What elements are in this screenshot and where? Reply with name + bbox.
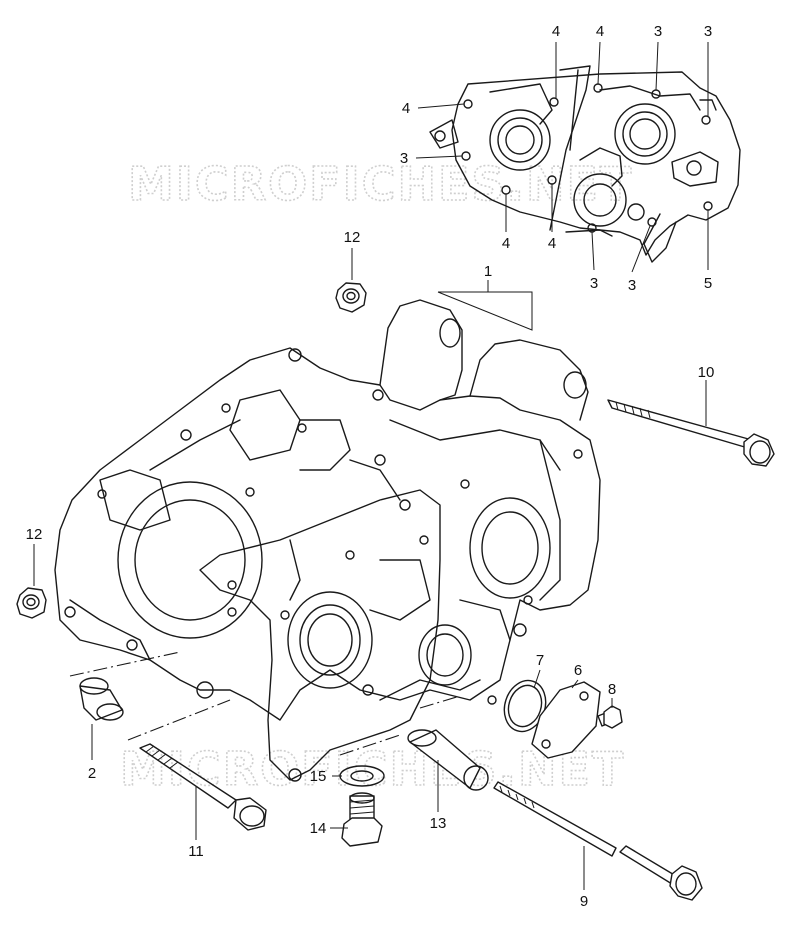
- watermark-top: MICROFICHES.NET: [128, 157, 633, 211]
- callout-4: 4: [502, 235, 510, 252]
- main-leaders: [33, 248, 707, 890]
- callout-6: 6: [574, 662, 582, 679]
- callout-14: 14: [310, 820, 327, 837]
- callout-15: 15: [310, 768, 327, 785]
- callout-1: 1: [484, 263, 492, 280]
- callout-2: 2: [88, 765, 96, 782]
- drain-plug-14: [341, 792, 383, 847]
- callout-12: 12: [26, 526, 43, 543]
- callout-12: 12: [344, 229, 361, 246]
- screw-8: [597, 705, 623, 729]
- bolt-11: [139, 743, 267, 831]
- callout-13: 13: [430, 815, 447, 832]
- callout-5: 5: [704, 275, 712, 292]
- nut-12-left: [16, 587, 47, 619]
- callout-labels: 4 4 3 3 4 3 4 4 3 3 5 1 12 12 10 7 6 8 2…: [26, 23, 715, 910]
- callout-3: 3: [628, 277, 636, 294]
- callout-3: 3: [590, 275, 598, 292]
- callout-3: 3: [400, 150, 408, 167]
- callout-4: 4: [548, 235, 556, 252]
- inset-leaders: [415, 41, 709, 273]
- dowel-pin-2: [79, 677, 124, 721]
- cover-plate-6: [531, 681, 601, 759]
- callout-10: 10: [698, 364, 715, 381]
- callout-4: 4: [402, 100, 410, 117]
- callout-3: 3: [704, 23, 712, 40]
- alignment-lines: [69, 651, 461, 756]
- callout-7: 7: [536, 652, 544, 669]
- callout-9: 9: [580, 893, 588, 910]
- crankcase-assembly: [54, 299, 601, 782]
- crankcase-half-inset: [429, 65, 741, 263]
- callout-4: 4: [552, 23, 560, 40]
- callout-3: 3: [654, 23, 662, 40]
- bolt-10: [607, 399, 775, 467]
- callout-11: 11: [188, 843, 204, 860]
- callout-8: 8: [608, 681, 616, 698]
- bolt-9: [493, 781, 703, 901]
- callout-4: 4: [596, 23, 604, 40]
- nut-12-top: [335, 282, 367, 313]
- dowel-13: [407, 729, 489, 791]
